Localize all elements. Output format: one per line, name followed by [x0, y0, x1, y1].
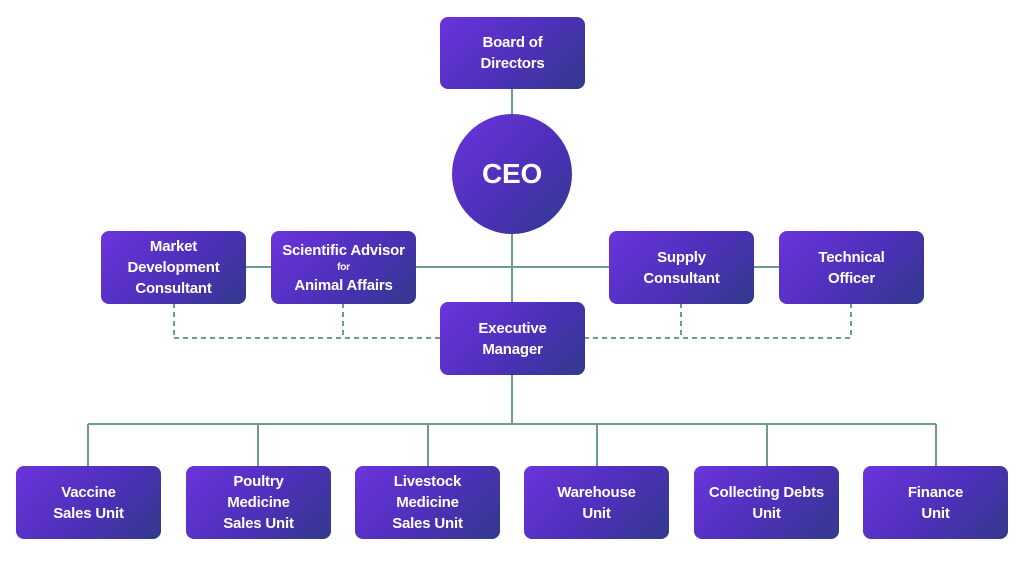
node-label: Development — [127, 259, 220, 276]
poultry-medicine-sales-unit-box[interactable]: Poultry Medicine Sales Unit — [186, 466, 331, 539]
node-label: Unit — [752, 504, 781, 522]
collecting-debts-unit-box[interactable]: Collecting Debts Unit — [694, 466, 839, 539]
node-label: Animal Affairs — [294, 276, 393, 294]
node-label: Unit — [921, 504, 950, 522]
node-label: Finance — [907, 483, 964, 501]
node-label: Consultant — [643, 269, 720, 287]
finance-unit-box[interactable]: Finance Unit — [863, 466, 1008, 539]
ceo-circle[interactable]: CEO — [452, 114, 572, 234]
warehouse-unit-box[interactable]: Warehouse Unit — [524, 466, 669, 539]
node-label: Collecting Debts — [708, 483, 825, 501]
node-label: Medicine — [227, 494, 290, 511]
board-of-directors-box[interactable]: Board of Directors — [440, 17, 585, 89]
node-label: Supply — [657, 248, 706, 266]
node-label: Officer — [828, 269, 875, 287]
node-label: Consultant — [135, 280, 212, 297]
node-label: Board of — [482, 34, 543, 51]
node-label: Sales Unit — [53, 504, 124, 522]
executive-manager-box[interactable]: Executive Manager — [440, 302, 585, 375]
node-label: Vaccine — [61, 483, 116, 501]
scientific-advisor-box[interactable]: Scientific Advisor for Animal Affairs — [271, 231, 416, 304]
node-label: Scientific Advisor — [282, 241, 405, 259]
vaccine-sales-unit-box[interactable]: Vaccine Sales Unit — [16, 466, 161, 539]
node-label: Manager — [482, 340, 543, 358]
ceo-label: CEO — [481, 158, 543, 189]
node-label: Livestock — [393, 473, 462, 490]
node-label: Executive — [478, 319, 547, 337]
node-label: Directors — [480, 55, 545, 72]
node-label: for — [337, 261, 350, 273]
node-label: Technical — [818, 248, 885, 266]
node-label: Medicine — [396, 494, 459, 511]
node-label: Sales Unit — [392, 515, 463, 532]
node-label: Warehouse — [557, 483, 636, 501]
technical-officer-box[interactable]: Technical Officer — [779, 231, 924, 304]
node-label: Unit — [582, 504, 611, 522]
node-label: Sales Unit — [223, 515, 294, 532]
node-label: Market — [149, 238, 198, 255]
node-label: Poultry — [233, 473, 284, 490]
supply-consultant-box[interactable]: Supply Consultant — [609, 231, 754, 304]
market-development-consultant-box[interactable]: Market Development Consultant — [101, 231, 246, 304]
livestock-medicine-sales-unit-box[interactable]: Livestock Medicine Sales Unit — [355, 466, 500, 539]
